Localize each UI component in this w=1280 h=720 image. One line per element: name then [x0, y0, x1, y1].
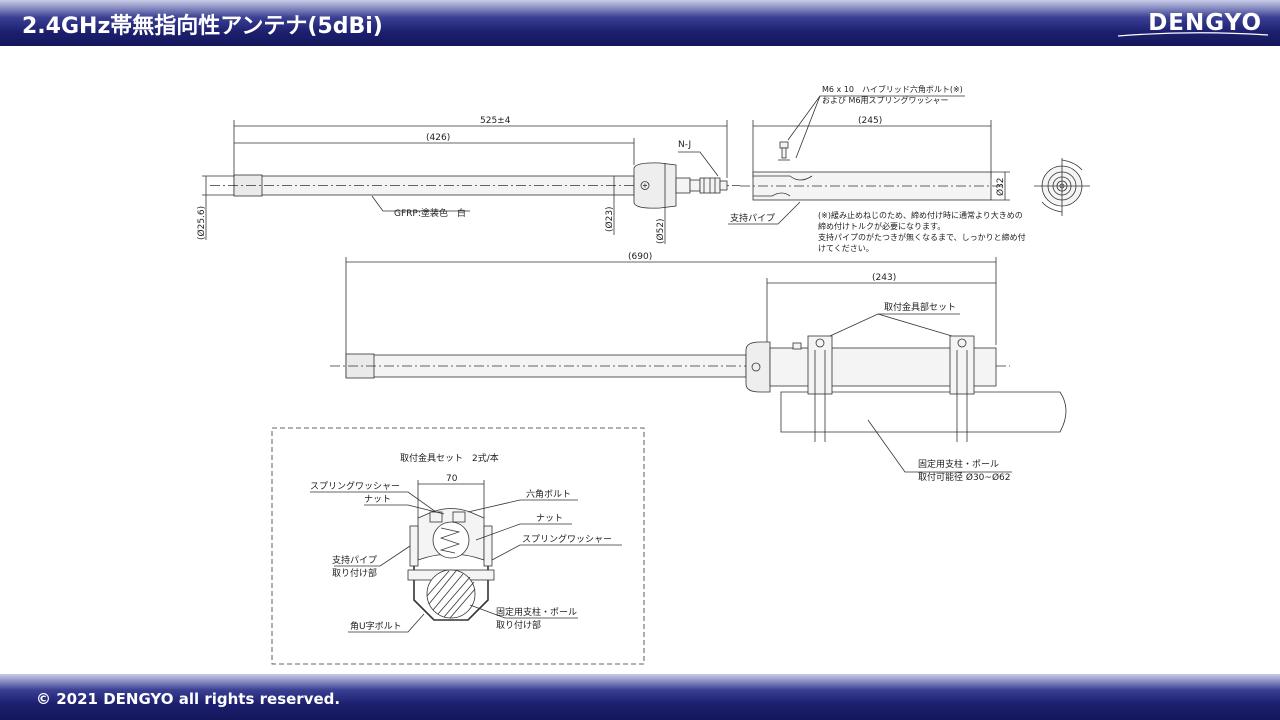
pipe-diameter-dim: Ø32 [995, 177, 1006, 196]
company-logo: DENGYO [1148, 10, 1262, 36]
caution-line-4: けてください。 [818, 244, 874, 253]
overall-length-dim: 525±4 [480, 116, 511, 126]
material-label: GFRP:塗装色 白 [394, 207, 466, 219]
detail-pole-2: 取り付け部 [496, 619, 541, 631]
total-length-dim: (690) [628, 252, 652, 262]
antenna-drawing: 525±4 (426) N-J GFRP:塗装色 白 (Ø25.6) (Ø23)… [196, 84, 1090, 665]
element-length-dim: (426) [426, 133, 450, 143]
detail-support-pipe-1: 支持パイプ [332, 554, 377, 566]
connector-label: N-J [678, 140, 691, 150]
pole-label-1: 固定用支柱・ポール [918, 458, 999, 470]
logo-swoosh-icon [1118, 32, 1268, 37]
detail-pole-1: 固定用支柱・ポール [496, 606, 577, 618]
caution-line-1: (※)緩み止めねじのため、締め付け時に通常より大きめの [818, 210, 1023, 220]
bolt-note-2: および M6用スプリングワッシャー [822, 95, 949, 105]
detail-support-pipe-2: 取り付け部 [332, 567, 377, 579]
pole-label-2: 取付可能径 Ø30~Ø62 [918, 471, 1010, 483]
detail-nut-right: ナット [536, 513, 563, 524]
element-diameter-dim: (Ø23) [604, 206, 615, 232]
page-title: 2.4GHz帯無指向性アンテナ(5dBi) [22, 14, 383, 39]
bracket-set-label: 取付金具部セット [884, 301, 956, 313]
detail-hex-bolt: 六角ボルト [526, 488, 571, 500]
copyright-text: © 2021 DENGYO all rights reserved. [36, 690, 341, 708]
pipe-length-dim: (245) [858, 116, 882, 126]
title-bar: 2.4GHz帯無指向性アンテナ(5dBi) DENGYO [0, 0, 1280, 46]
tip-diameter-dim: (Ø25.6) [196, 206, 207, 240]
detail-spring-washer-right: スプリングワッシャー [522, 533, 612, 545]
detail-nut-left: ナット [364, 494, 391, 505]
support-pipe-label: 支持パイプ [730, 212, 775, 224]
caution-line-3: 支持パイプのがたつきが無くなるまで、しっかりと締め付 [818, 232, 1026, 242]
mount-length-dim: (243) [872, 273, 896, 283]
base-diameter-dim: (Ø52) [655, 218, 666, 244]
bolt-note-1: M6 x 10 ハイブリッド六角ボルト(※) [822, 84, 963, 94]
detail-spring-washer-left: スプリングワッシャー [310, 480, 400, 492]
caution-line-2: 締め付けトルクが必要になります。 [818, 221, 945, 231]
logo-text: DENGYO [1148, 10, 1262, 36]
detail-u-bolt: 角U字ボルト [350, 620, 402, 632]
detail-title: 取付金具セット 2式/本 [400, 452, 499, 464]
footer-bar: © 2021 DENGYO all rights reserved. [0, 674, 1280, 720]
detail-width-dim: 70 [446, 474, 458, 484]
